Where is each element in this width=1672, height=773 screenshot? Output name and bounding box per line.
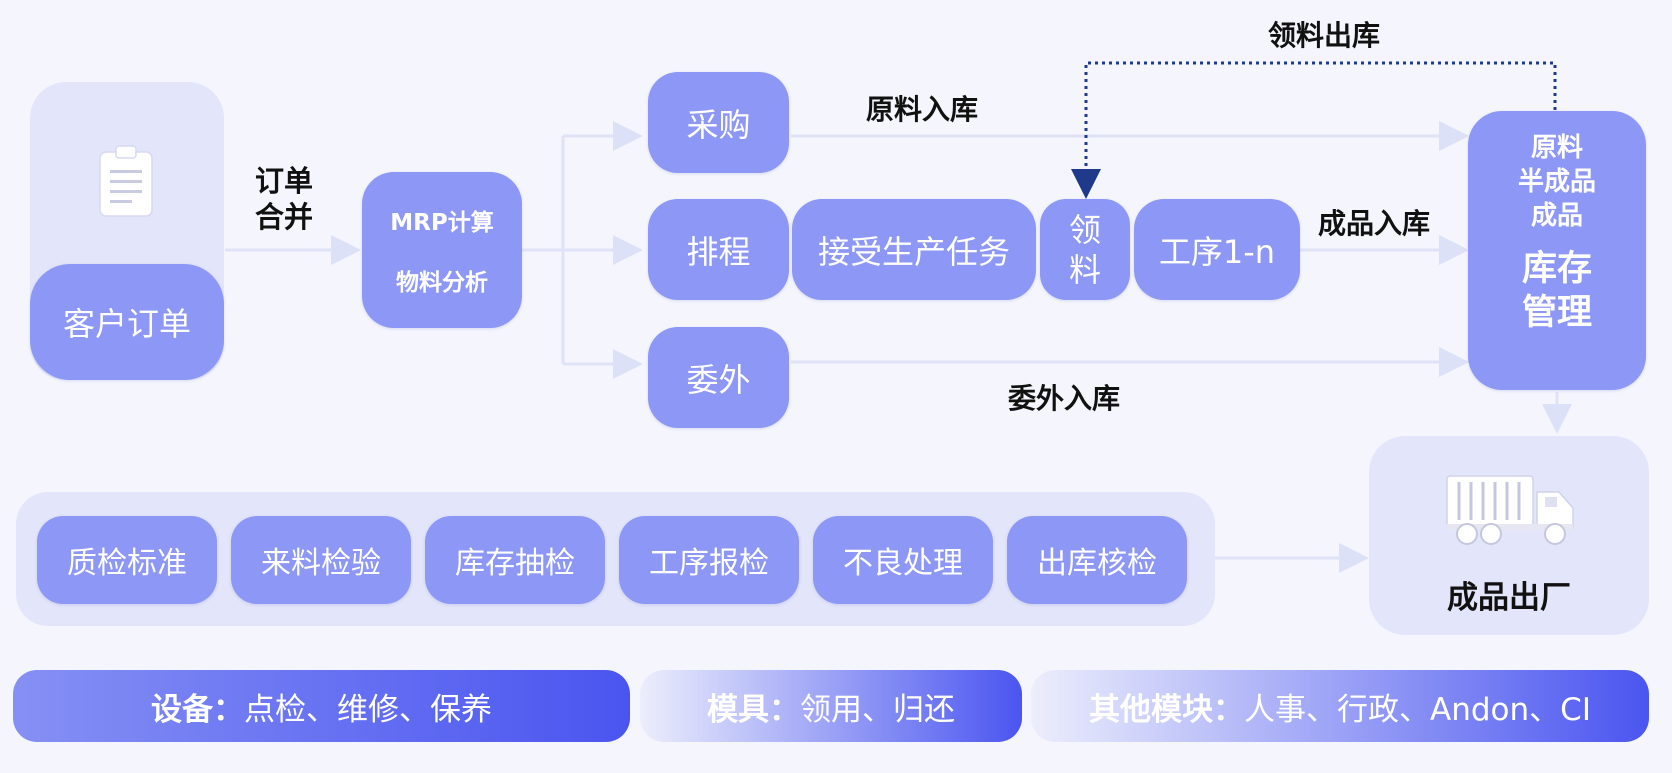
inventory-sampling-node[interactable]: 库存抽检 [425,516,605,604]
process-node[interactable]: 工序1-n [1134,199,1300,300]
other-modules-name: 其他模块： [1089,691,1245,728]
mrp-node[interactable]: MRP计算 物料分析 [362,172,522,328]
defect-handling-label: 不良处理 [843,546,963,581]
purchase-node[interactable]: 采购 [648,72,789,173]
incoming-inspection-label: 来料检验 [261,546,381,581]
customer-order-panel: 客户订单 [30,82,224,380]
shipment-panel: 成品出厂 [1369,436,1649,635]
clipboard-icon [96,144,156,218]
mold-module-name: 模具： [707,691,800,728]
outsource-label: 委外 [686,360,751,399]
outsource-in-label: 委外入库 [1008,382,1121,415]
truck-icon [1445,474,1577,546]
mold-module-items: 领用、归还 [800,691,955,728]
mrp-calc-label: MRP计算 [390,210,494,236]
other-modules-bar[interactable]: 其他模块： 人事、行政、Andon、CI [1031,670,1649,742]
other-modules-items: 人事、行政、Andon、CI [1244,691,1591,728]
accept-task-label: 接受生产任务 [817,232,1010,271]
inventory-node[interactable]: 原料 半成品 成品 库存 管理 [1468,111,1646,390]
mold-module-bar[interactable]: 模具： 领用、归还 [640,670,1022,742]
purchase-label: 采购 [686,105,751,144]
raw-in-label: 原料入库 [866,93,979,126]
process-inspection-label: 工序报检 [649,546,769,581]
quality-standard-label: 质检标准 [67,546,187,581]
inventory-line1: 原料 [1530,133,1583,163]
order-merge-line2: 合并 [255,200,314,234]
equipment-module-items: 点检、维修、保养 [244,691,492,728]
material-pick-line1: 领 [1068,210,1101,249]
schedule-node[interactable]: 排程 [648,199,789,300]
outsource-node[interactable]: 委外 [648,327,789,428]
schedule-label: 排程 [686,232,751,271]
inventory-line2: 半成品 [1517,167,1596,197]
incoming-inspection-node[interactable]: 来料检验 [231,516,411,604]
process-label: 工序1-n [1158,232,1276,271]
equipment-module-name: 设备： [151,691,244,728]
customer-order-node[interactable]: 客户订单 [30,264,224,380]
shipment-label: 成品出厂 [1447,580,1571,616]
defect-handling-node[interactable]: 不良处理 [813,516,993,604]
customer-order-label: 客户订单 [62,305,191,343]
process-inspection-node[interactable]: 工序报检 [619,516,799,604]
accept-task-node[interactable]: 接受生产任务 [792,199,1036,300]
material-pick-line2: 料 [1068,250,1101,289]
inventory-line3: 成品 [1530,201,1583,231]
inventory-title-line2: 管理 [1521,293,1592,333]
quality-standard-node[interactable]: 质检标准 [37,516,217,604]
issue-out-label: 领料出库 [1268,19,1381,52]
outbound-check-node[interactable]: 出库核检 [1007,516,1187,604]
inventory-title-line1: 库存 [1521,249,1592,289]
order-merge-label: 订单 合并 [255,163,313,235]
material-analysis-label: 物料分析 [396,270,488,296]
inventory-sampling-label: 库存抽检 [455,546,575,581]
equipment-module-bar[interactable]: 设备： 点检、维修、保养 [13,670,630,742]
order-merge-line1: 订单 [255,164,314,198]
finished-in-label: 成品入库 [1318,207,1431,240]
material-pick-node[interactable]: 领 料 [1040,199,1130,300]
outbound-check-label: 出库核检 [1037,546,1157,581]
